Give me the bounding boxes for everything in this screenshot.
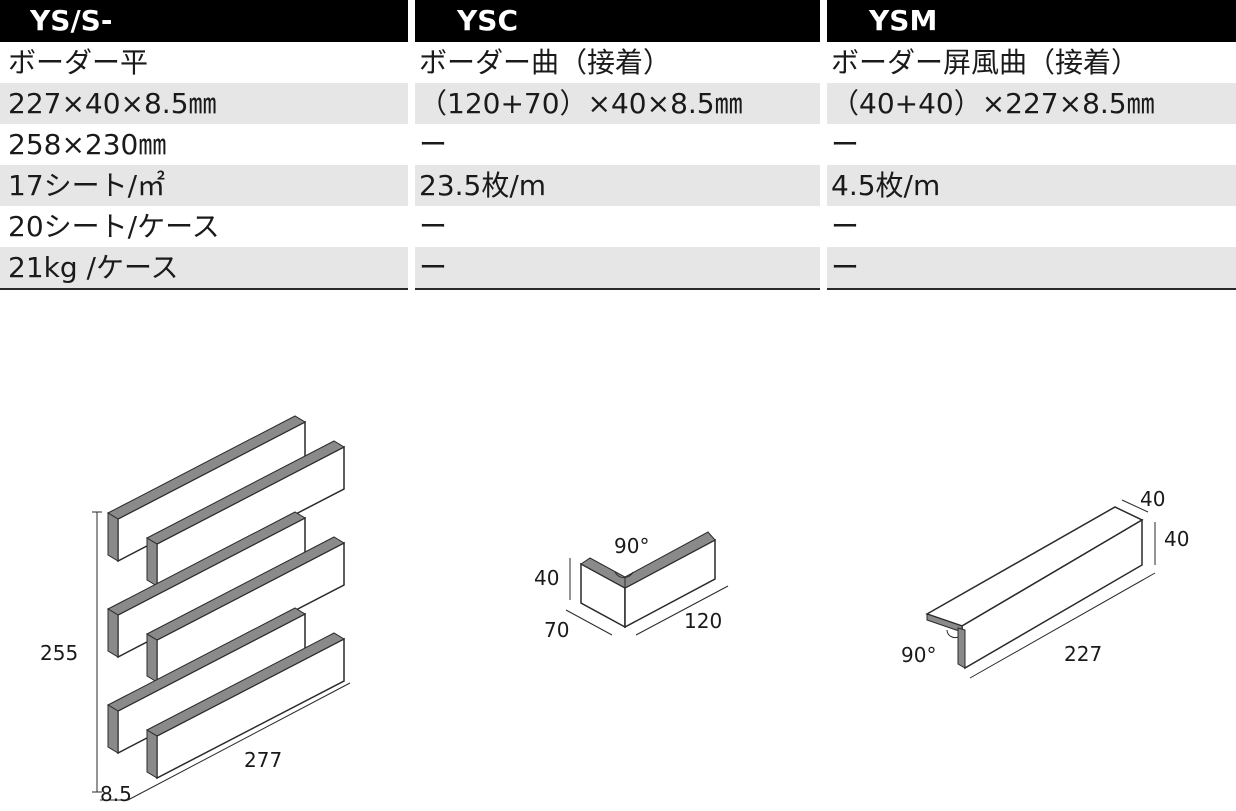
table-cell: ー	[831, 210, 860, 243]
table-cell: （120+70）×40×8.5㎜	[415, 83, 820, 124]
table-cell: ー	[831, 128, 860, 161]
column-header-ys: YS/S-	[0, 0, 408, 42]
ysm-top-label: 40	[1140, 487, 1165, 511]
ys-height-label: 255	[40, 641, 78, 665]
ysm-length-label: 227	[1064, 642, 1102, 666]
ysc-height-label: 40	[534, 566, 559, 590]
table-cell: ー	[827, 247, 1236, 288]
table-cell: 227×40×8.5㎜	[0, 83, 408, 124]
column-bottom-rule	[0, 288, 408, 290]
table-cell: 23.5枚/m	[415, 165, 820, 206]
table-cell: 258×230㎜	[8, 128, 167, 161]
table-cell: 21kg /ケース	[0, 247, 408, 288]
ys-sheet-drawing	[92, 415, 351, 801]
ysc-angle-label: 90°	[614, 534, 649, 558]
ysc-long-leg-label: 120	[684, 609, 722, 633]
table-cell: 4.5枚/m	[827, 165, 1236, 206]
table-cell: 17シート/㎡	[0, 165, 408, 206]
column-bottom-rule	[415, 288, 820, 290]
spec-column-ysc: YSC ボーダー曲（接着） （120+70）×40×8.5㎜ ー 23.5枚/m…	[415, 0, 820, 290]
ysm-side-label: 40	[1164, 527, 1189, 551]
ysc-corner-drawing	[565, 531, 729, 636]
ys-thickness-label: 8.5	[100, 782, 132, 806]
ysc-short-leg-label: 70	[544, 618, 569, 642]
table-cell: ボーダー平	[8, 46, 149, 79]
table-cell: ー	[415, 247, 820, 288]
table-cell: 20シート/ケース	[8, 210, 220, 243]
ysm-angle-label: 90°	[901, 643, 936, 667]
table-cell: ボーダー屏風曲（接着）	[831, 46, 1140, 79]
table-cell: ボーダー曲（接着）	[419, 46, 672, 79]
column-header-ysm: YSM	[827, 0, 1236, 42]
ysm-fold-drawing	[925, 499, 1156, 679]
spec-column-ysm: YSM ボーダー屏風曲（接着） （40+40）×227×8.5㎜ ー 4.5枚/…	[827, 0, 1236, 290]
column-header-ysc: YSC	[415, 0, 820, 42]
table-cell: ー	[419, 210, 448, 243]
table-cell: ー	[419, 128, 448, 161]
ys-length-label: 277	[244, 748, 282, 772]
table-cell: （40+40）×227×8.5㎜	[827, 83, 1236, 124]
spec-column-ys: YS/S- ボーダー平 227×40×8.5㎜ 258×230㎜ 17シート/㎡…	[0, 0, 408, 290]
column-bottom-rule	[827, 288, 1236, 290]
